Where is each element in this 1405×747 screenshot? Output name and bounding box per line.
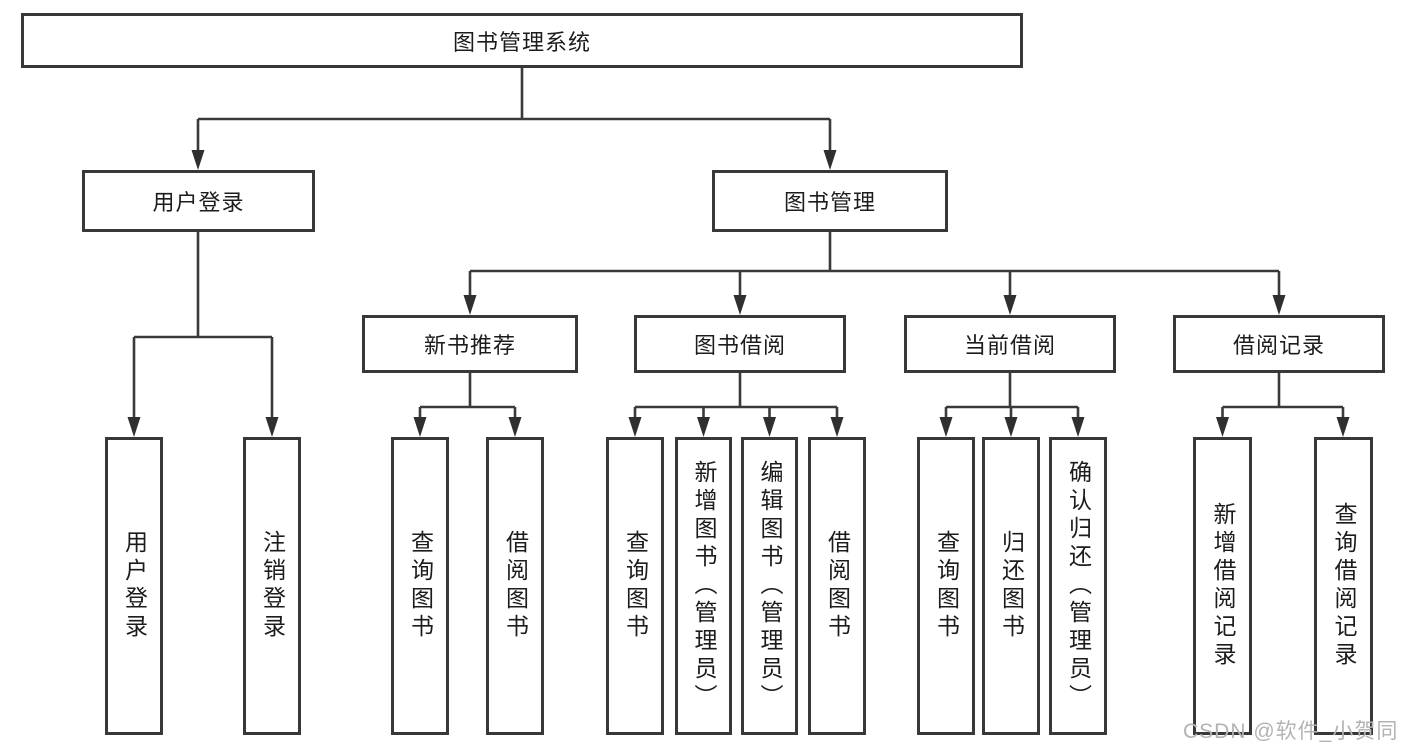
arrow-icon [463,295,477,315]
arrow-icon [265,417,279,437]
arrow-icon [763,417,776,437]
node-book-management: 图书管理 [712,170,948,232]
connector-book-management-trunk [468,232,1281,296]
leaf-logout: 注销登录 [243,437,301,735]
leaf-confirm-return-admin: 确认归还（管理员） [1049,437,1107,735]
arrow-icon [1004,417,1018,437]
arrow-icon [1272,295,1286,315]
node-borrow-records: 借阅记录 [1173,315,1385,373]
connector-new-book-recommend [418,373,517,418]
node-user-login: 用户登录 [82,170,315,232]
leaf-user-login: 用户登录 [105,437,163,735]
connector-book-borrow [633,373,839,418]
csdn-watermark: CSDN @软件_小贺同学 [1183,720,1399,743]
arrow-icon [1071,417,1085,437]
connector-root-to-level2 [196,68,832,151]
arrow-icon [733,295,747,315]
leaf-query-books-recommend: 查询图书 [391,437,449,735]
leaf-add-borrow-record: 新增借阅记录 [1193,437,1252,735]
arrow-icon [939,417,953,437]
leaf-add-book-admin: 新增图书（管理员） [675,437,732,735]
arrow-icon [508,417,522,437]
arrow-icon [628,417,642,437]
arrow-icon [127,417,141,437]
leaf-query-books-current: 查询图书 [917,437,975,735]
leaf-query-borrow-record: 查询借阅记录 [1314,437,1373,735]
leaf-borrow-books-recommend: 借阅图书 [486,437,544,735]
leaf-return-books: 归还图书 [982,437,1040,735]
arrow-icon [823,150,837,170]
arrow-icon [413,417,427,437]
arrow-icon [191,150,205,170]
leaf-borrow-books: 借阅图书 [808,437,866,735]
node-book-borrow: 图书借阅 [634,315,846,373]
leaf-query-books-borrow: 查询图书 [606,437,664,735]
arrow-icon [830,417,844,437]
connector-borrow-records [1221,373,1345,418]
connector-user-login-branch [132,232,274,418]
connector-current-borrow [944,373,1080,418]
leaf-edit-book-admin: 编辑图书（管理员） [741,437,798,735]
node-root-system: 图书管理系统 [21,13,1023,68]
arrow-icon [1216,417,1229,437]
node-new-book-recommend: 新书推荐 [362,315,578,373]
arrow-icon [1336,417,1350,437]
arrow-icon [697,417,710,437]
arrow-icon [1003,295,1017,315]
node-current-borrow: 当前借阅 [904,315,1116,373]
